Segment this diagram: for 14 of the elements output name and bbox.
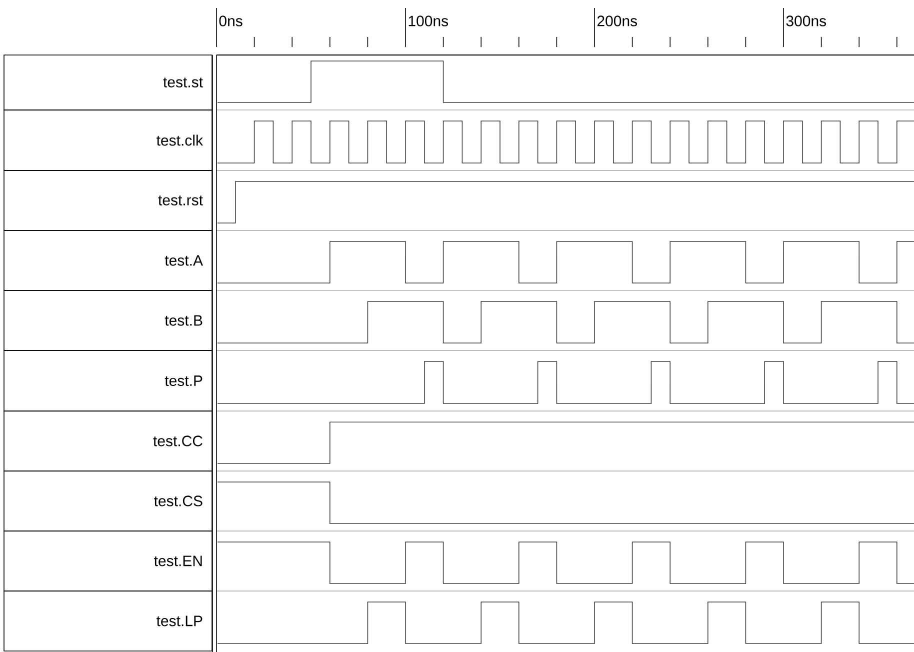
time-label: 200ns bbox=[597, 16, 637, 26]
time-label: 100ns bbox=[408, 16, 448, 26]
signal-name-box: test.st bbox=[4, 54, 212, 110]
signal-name-box: test.CS bbox=[4, 470, 212, 532]
signal-name-box: test.A bbox=[4, 230, 212, 291]
signal-name-box: test.CC bbox=[4, 410, 212, 472]
signal-name-box: test.clk bbox=[4, 110, 212, 171]
time-label: 300ns bbox=[786, 16, 826, 26]
signal-name-box: test.P bbox=[4, 350, 212, 412]
time-label: 0ns bbox=[219, 16, 242, 26]
signal-name-box: test.B bbox=[4, 290, 212, 351]
signal-name-box: test.rst bbox=[4, 170, 212, 231]
signal-name-box: test.LP bbox=[4, 590, 212, 652]
signal-name-box: test.EN bbox=[4, 530, 212, 592]
